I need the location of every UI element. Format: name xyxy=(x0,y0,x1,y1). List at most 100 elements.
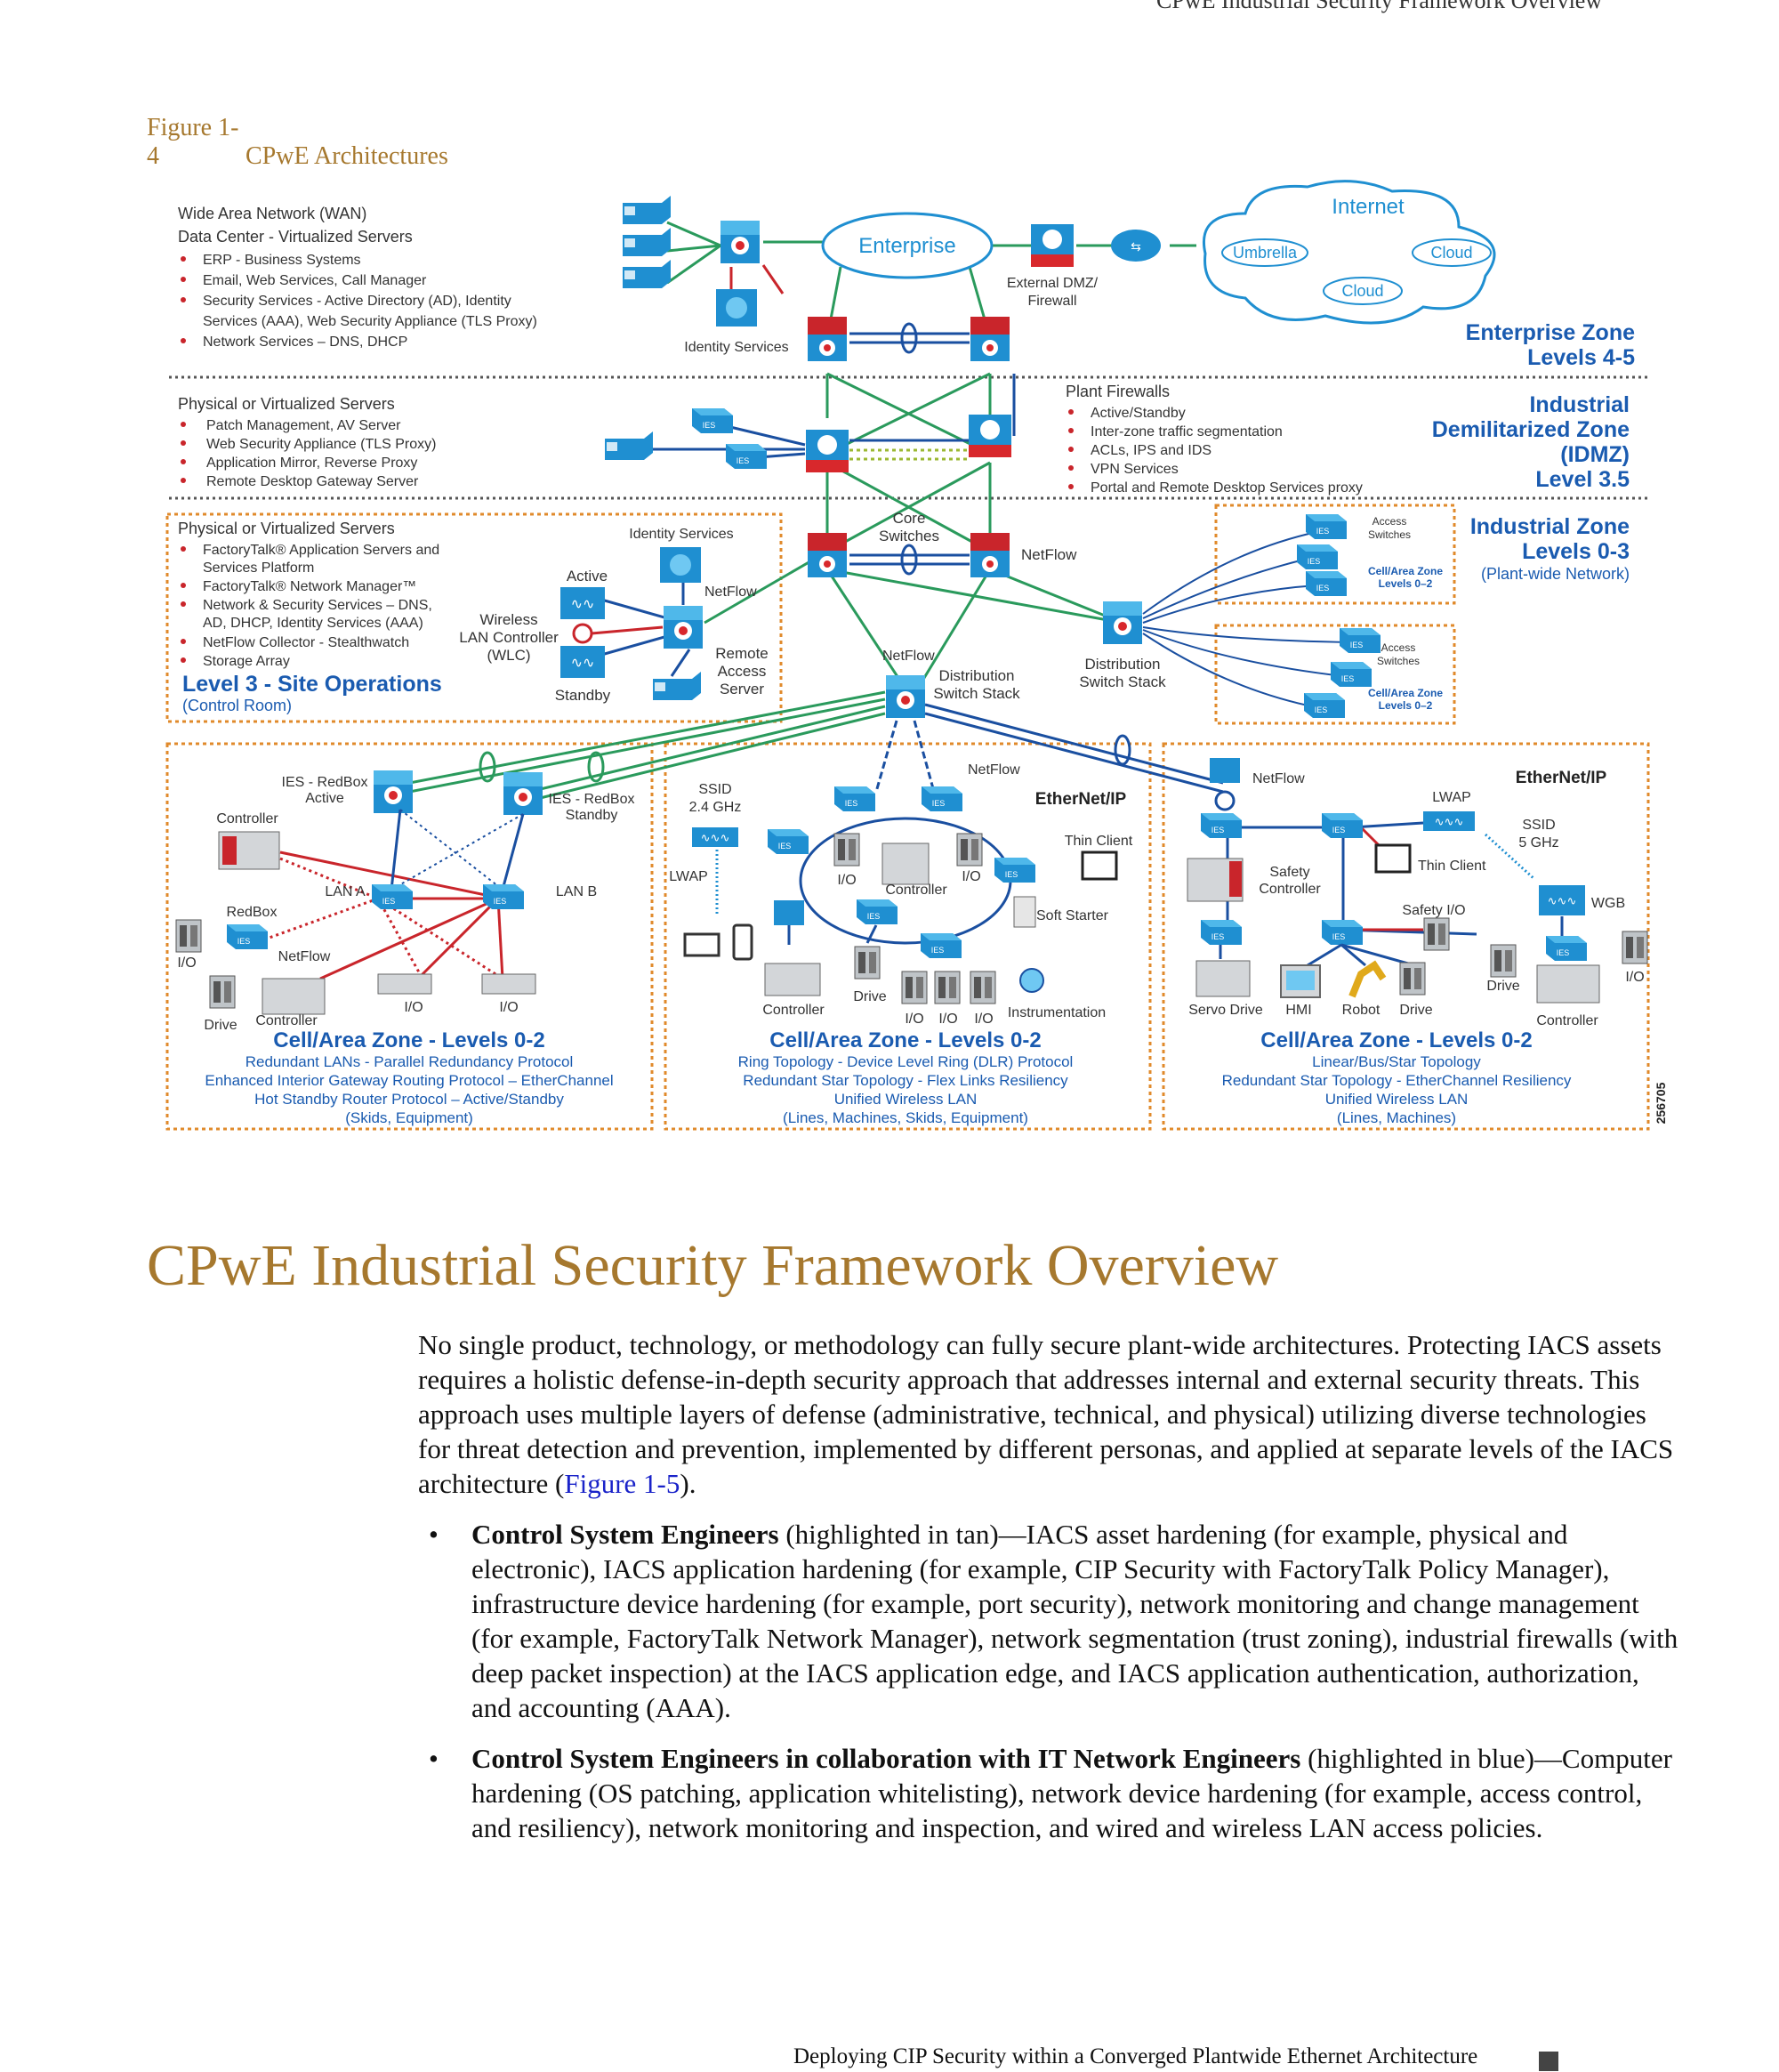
wlc-active: Active xyxy=(567,568,608,585)
dist-switch-label-1: Distribution xyxy=(1084,656,1160,673)
cell2-line: Unified Wireless LAN xyxy=(834,1091,978,1108)
core-switches-label-1: Core xyxy=(893,510,926,527)
wlc-standby: Standby xyxy=(555,687,611,704)
idmz-bullet: Web Security Appliance (TLS Proxy) xyxy=(206,437,436,452)
wlc-label-1: Wireless xyxy=(479,611,537,628)
idmz-zone-3: (IDMZ) xyxy=(1560,442,1630,467)
cell1-controller-2: Controller xyxy=(255,1013,318,1028)
access-switches-1a: Access xyxy=(1372,515,1407,528)
identity-services-label: Identity Services xyxy=(684,340,788,355)
cell2-line: (Lines, Machines, Skids, Equipment) xyxy=(783,1109,1028,1126)
cell3-line: (Lines, Machines) xyxy=(1337,1109,1456,1126)
external-dmz-label-2: Firewall xyxy=(1027,294,1076,309)
ent-bullet: Email, Web Services, Call Manager xyxy=(203,273,427,288)
cell2-line: Redundant Star Topology - Flex Links Res… xyxy=(743,1072,1068,1089)
fw-bullet: Active/Standby xyxy=(1091,406,1186,421)
cell3-ssid-1: SSID xyxy=(1522,818,1555,833)
cell3-safety-2: Controller xyxy=(1259,882,1321,897)
cell3-safety-1: Safety xyxy=(1269,865,1309,880)
enterprise-cloud-label: Enterprise xyxy=(858,234,955,258)
idmz-heading: Physical or Virtualized Servers xyxy=(178,395,395,413)
cell1-title: Cell/Area Zone - Levels 0-2 xyxy=(273,1028,544,1052)
cell3-ethernetip: EtherNet/IP xyxy=(1516,769,1607,787)
access-switches-1b: Switches xyxy=(1368,528,1411,541)
cell1-netflow: NetFlow xyxy=(278,949,331,964)
figure-link[interactable]: Figure 1-5 xyxy=(564,1468,680,1499)
cell2-io-5: I/O xyxy=(974,1012,993,1027)
cellzone-2a: Cell/Area Zone xyxy=(1368,687,1443,699)
cloud-label-1: Cloud xyxy=(1430,244,1472,262)
dist-stack-label-1: Distribution xyxy=(938,667,1014,684)
access-switches-2b: Switches xyxy=(1377,655,1420,667)
wlc-label-3: (WLC) xyxy=(487,647,530,664)
cell1-io-left: I/O xyxy=(177,955,196,971)
ent-line-2: Data Center - Virtualized Servers xyxy=(178,228,413,246)
ent-bullet: Services (AAA), Web Security Appliance (… xyxy=(203,314,537,329)
cell1-line: Enhanced Interior Gateway Routing Protoc… xyxy=(205,1072,613,1089)
cell3-lwap: LWAP xyxy=(1432,790,1471,805)
l3-bullet: FactoryTalk® Application Servers and xyxy=(203,543,439,558)
idmz-zone-2: Demilitarized Zone xyxy=(1432,417,1630,442)
svg-text:∿∿∿: ∿∿∿ xyxy=(1435,815,1464,828)
cell2-io-2: I/O xyxy=(962,869,980,884)
enterprise-zone-title: Enterprise Zone xyxy=(1466,320,1635,345)
cell3-drive-right: Drive xyxy=(1486,979,1519,994)
cell1-line: (Skids, Equipment) xyxy=(345,1109,473,1126)
internet-cloud xyxy=(1203,180,1496,325)
section-body: No single product, technology, or method… xyxy=(418,1327,1681,1861)
cell2-ssid-1: SSID xyxy=(698,782,731,797)
cell3-io: I/O xyxy=(1625,970,1644,985)
cell2-thin-client: Thin Client xyxy=(1065,834,1133,849)
access-switches-2a: Access xyxy=(1381,641,1416,654)
l3-heading: Physical or Virtualized Servers xyxy=(178,520,395,537)
cell2-io-1: I/O xyxy=(837,873,856,888)
ent-bullet: Security Services - Active Directory (AD… xyxy=(203,294,511,309)
l3-bullet: NetFlow Collector - Stealthwatch xyxy=(203,635,409,650)
cellzone-2b: Levels 0–2 xyxy=(1379,699,1433,712)
section-title: CPwE Industrial Security Framework Overv… xyxy=(147,1233,1279,1298)
cell2-lwap: LWAP xyxy=(669,869,708,884)
soft-starter: Soft Starter xyxy=(1036,908,1109,923)
l3-netflow: NetFlow xyxy=(704,585,757,600)
figure-number: Figure 1-4 xyxy=(147,114,239,170)
enterprise-zone-levels: Levels 4-5 xyxy=(1527,345,1635,370)
l3-bullet: Services Platform xyxy=(203,560,314,576)
figure-caption: Figure 1-4 CPwE Architectures xyxy=(147,114,448,171)
cell3-line: Unified Wireless LAN xyxy=(1325,1091,1469,1108)
core-netflow: NetFlow xyxy=(1021,546,1077,563)
redbox-active-2: Active xyxy=(305,791,344,806)
cell1-line: Redundant LANs - Parallel Redundancy Pro… xyxy=(246,1053,574,1070)
idmz-bullet: Application Mirror, Reverse Proxy xyxy=(206,456,417,471)
router-icon: ⇆ xyxy=(1131,239,1141,254)
idmz-zone-1: Industrial xyxy=(1529,392,1630,417)
cell2-ethernetip: EtherNet/IP xyxy=(1035,790,1127,809)
cell3-wgb: WGB xyxy=(1591,896,1625,911)
page-footer: Deploying CIP Security within a Converge… xyxy=(793,2044,1478,2068)
svg-text:∿∿∿: ∿∿∿ xyxy=(701,831,730,844)
l3-bullet: AD, DHCP, Identity Services (AAA) xyxy=(203,616,423,631)
lan-b: LAN B xyxy=(556,884,597,899)
fw-bullet: Portal and Remote Desktop Services proxy xyxy=(1091,480,1363,496)
redbox-standby-2: Standby xyxy=(566,808,618,823)
remote-access-2: Access xyxy=(718,663,767,680)
cell3-drive: Drive xyxy=(1399,1003,1432,1018)
cell2-line: Ring Topology - Device Level Ring (DLR) … xyxy=(738,1053,1074,1070)
figure-id: 256705 xyxy=(1654,1082,1668,1124)
level3-title: Level 3 - Site Operations xyxy=(182,672,442,697)
redbox-standby-1: IES - RedBox xyxy=(549,792,635,807)
fw-bullet: VPN Services xyxy=(1091,462,1179,477)
cell3-line: Linear/Bus/Star Topology xyxy=(1312,1053,1481,1070)
l3-bullet: FactoryTalk® Network Manager™ xyxy=(203,579,416,594)
l3-bullet: Network & Security Services – DNS, xyxy=(203,598,432,613)
l3-identity-services: Identity Services xyxy=(629,527,733,542)
cell2-title: Cell/Area Zone - Levels 0-2 xyxy=(769,1028,1041,1052)
core-switches-label-2: Switches xyxy=(879,528,939,544)
idmz-bullet: Patch Management, AV Server xyxy=(206,418,401,433)
dist-netflow: NetFlow xyxy=(882,649,935,664)
redbox-label: RedBox xyxy=(227,905,278,920)
level3-subtitle: (Control Room) xyxy=(182,697,292,714)
svg-text:∿∿: ∿∿ xyxy=(571,597,595,612)
dist-stack-label-2: Switch Stack xyxy=(933,685,1020,702)
redbox-active-1: IES - RedBox xyxy=(282,775,368,790)
ent-bullet: Network Services – DNS, DHCP xyxy=(203,335,407,350)
